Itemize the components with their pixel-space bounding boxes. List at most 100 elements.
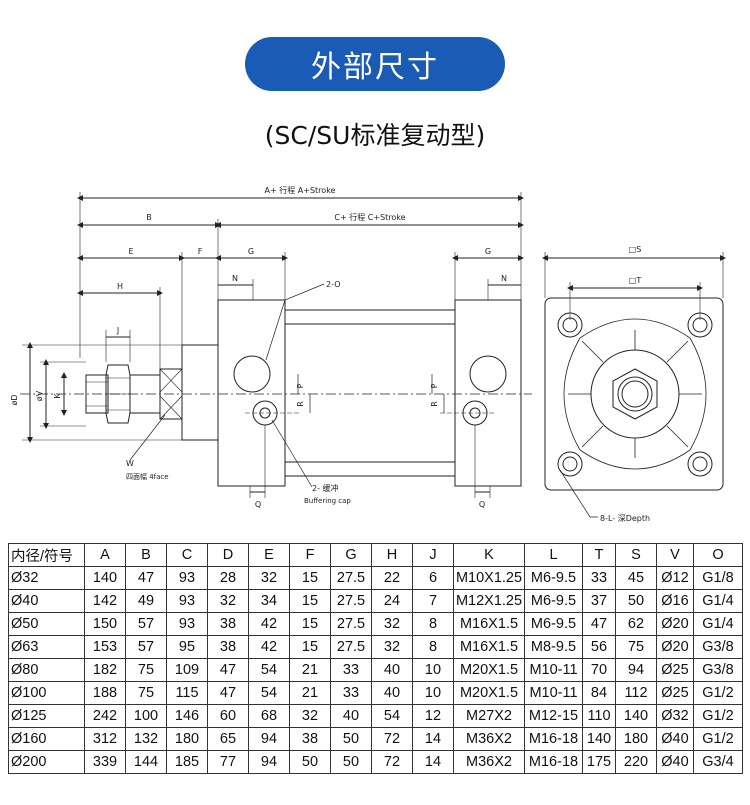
table-cell: M6-9.5 bbox=[524, 612, 583, 636]
table-cell: 77 bbox=[207, 750, 249, 774]
table-cell: 109 bbox=[166, 658, 208, 682]
table-cell: 60 bbox=[207, 704, 249, 728]
table-cell: Ø50 bbox=[8, 612, 85, 636]
table-cell: 32 bbox=[248, 566, 290, 590]
table-cell: 38 bbox=[207, 612, 249, 636]
table-cell: 312 bbox=[84, 727, 126, 751]
table-cell: 50 bbox=[330, 727, 372, 751]
table-cell: 15 bbox=[289, 589, 331, 613]
table-header-cell: E bbox=[248, 543, 290, 567]
table-cell: G1/4 bbox=[693, 612, 743, 636]
table-cell: 27.5 bbox=[330, 589, 372, 613]
end-view-plate bbox=[544, 297, 724, 491]
table-cell: G1/2 bbox=[693, 681, 743, 705]
annotation-two-o: 2-O bbox=[326, 280, 341, 289]
table-cell: M36X2 bbox=[453, 727, 525, 751]
table-cell: 140 bbox=[84, 566, 126, 590]
table-cell: M16-18 bbox=[524, 727, 583, 751]
table-header-cell: L bbox=[524, 543, 583, 567]
table-cell: Ø40 bbox=[656, 750, 694, 774]
table-cell: M27X2 bbox=[453, 704, 525, 728]
table-cell: 146 bbox=[166, 704, 208, 728]
table-cell: G3/8 bbox=[693, 635, 743, 659]
table-cell: M16-18 bbox=[524, 750, 583, 774]
table-cell: 45 bbox=[615, 566, 657, 590]
table-header-cell: 内径/符号 bbox=[8, 543, 85, 567]
table-cell: 32 bbox=[371, 612, 413, 636]
table-cell: 150 bbox=[84, 612, 126, 636]
head-cover bbox=[217, 299, 286, 487]
cylinder-dimension-drawing: A+ 行程 A+Stroke B C+ 行程 C+Stroke E F G G … bbox=[10, 185, 726, 523]
dim-label-r-left: R bbox=[296, 401, 305, 407]
table-cell: 70 bbox=[582, 658, 616, 682]
table-cell: 95 bbox=[166, 635, 208, 659]
dim-label-n-right: N bbox=[501, 274, 507, 283]
table-cell: 47 bbox=[207, 681, 249, 705]
dim-label-h: H bbox=[117, 282, 123, 291]
table-cell: Ø32 bbox=[656, 704, 694, 728]
table-cell: Ø12 bbox=[656, 566, 694, 590]
table-header-cell: O bbox=[693, 543, 743, 567]
table-cell: 27.5 bbox=[330, 566, 372, 590]
rod-bushing bbox=[181, 344, 219, 441]
table-cell: 10 bbox=[412, 658, 454, 682]
table-cell: 40 bbox=[371, 681, 413, 705]
table-cell: 132 bbox=[125, 727, 167, 751]
dim-label-j: J bbox=[116, 326, 119, 335]
annotation-buffering-cap: Buffering cap bbox=[304, 497, 351, 505]
annotation-four-face: 四面幅 4face bbox=[126, 472, 169, 481]
table-cell: 339 bbox=[84, 750, 126, 774]
table-cell: 42 bbox=[248, 635, 290, 659]
table-header-cell: B bbox=[125, 543, 167, 567]
table-cell: 100 bbox=[125, 704, 167, 728]
table-cell: Ø20 bbox=[656, 635, 694, 659]
table-cell: 140 bbox=[582, 727, 616, 751]
dim-label-v: øV bbox=[35, 390, 44, 401]
table-cell: 32 bbox=[371, 635, 413, 659]
dim-label-n-left: N bbox=[232, 274, 238, 283]
table-cell: G1/2 bbox=[693, 727, 743, 751]
table-cell: 24 bbox=[371, 589, 413, 613]
table-header-cell: J bbox=[412, 543, 454, 567]
table-cell: G3/8 bbox=[693, 658, 743, 682]
table-cell: G3/4 bbox=[693, 750, 743, 774]
table-cell: 32 bbox=[207, 589, 249, 613]
table-cell: 15 bbox=[289, 635, 331, 659]
table-cell: 142 bbox=[84, 589, 126, 613]
table-cell: Ø63 bbox=[8, 635, 85, 659]
table-cell: M8-9.5 bbox=[524, 635, 583, 659]
table-header-cell: S bbox=[615, 543, 657, 567]
table-cell: 50 bbox=[330, 750, 372, 774]
dim-label-r-right: R bbox=[430, 401, 439, 407]
hex-nut bbox=[105, 364, 131, 424]
table-cell: M6-9.5 bbox=[524, 589, 583, 613]
table-cell: Ø32 bbox=[8, 566, 85, 590]
table-cell: M16X1.5 bbox=[453, 612, 525, 636]
table-cell: Ø160 bbox=[8, 727, 85, 751]
table-cell: 33 bbox=[330, 681, 372, 705]
table-cell: 94 bbox=[248, 727, 290, 751]
table-cell: Ø40 bbox=[656, 727, 694, 751]
dim-label-a: A+ 行程 A+Stroke bbox=[265, 185, 336, 195]
table-cell: 27.5 bbox=[330, 612, 372, 636]
table-cell: 32 bbox=[289, 704, 331, 728]
annotation-two-buffer: 2- 缓冲 bbox=[312, 483, 339, 493]
table-cell: 185 bbox=[166, 750, 208, 774]
dim-label-c: C+ 行程 C+Stroke bbox=[334, 212, 405, 222]
dim-label-g-left: G bbox=[248, 247, 254, 256]
table-cell: 6 bbox=[412, 566, 454, 590]
table-cell: 110 bbox=[582, 704, 616, 728]
table-cell: 180 bbox=[166, 727, 208, 751]
dim-label-q-right: Q bbox=[479, 500, 485, 509]
table-cell: M20X1.5 bbox=[453, 658, 525, 682]
section-title: 外部尺寸 bbox=[245, 37, 505, 91]
port-left bbox=[233, 355, 271, 393]
